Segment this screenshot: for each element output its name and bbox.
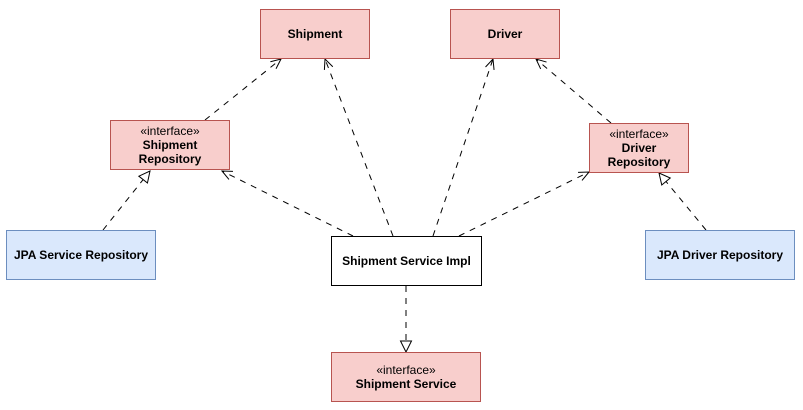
edge-impl-to-shiprepo (220, 170, 354, 237)
realization-arrowhead (658, 172, 672, 186)
edge-impl-to-shipment (323, 57, 394, 237)
shipment-repository-stereotype: «interface» (140, 124, 200, 138)
edge-line (458, 171, 590, 237)
jpa-service-repository-name: JPA Service Repository (13, 248, 149, 262)
driver-repository-name: Driver Repository (607, 141, 671, 169)
edge-shiprepo-to-shipment (204, 58, 282, 121)
edge-line (221, 170, 354, 237)
jpa-driver-repository-name: JPA Driver Repository (656, 248, 784, 262)
realization-arrowhead (137, 170, 151, 184)
edge-line (665, 181, 707, 231)
edge-impl-to-shipservice (399, 286, 413, 354)
dependency-arrowhead (535, 58, 547, 70)
edge-line (432, 58, 494, 237)
edge-impl-to-driver (432, 57, 495, 237)
edge-line (535, 58, 612, 124)
edge-impl-to-driverrepo (458, 171, 591, 237)
edge-driverrepo-to-driver (535, 58, 612, 124)
edge-jpadriver-to-driverrepo (658, 172, 707, 231)
driver-repository-interface[interactable]: «interface» Driver Repository (589, 123, 689, 173)
dependency-arrowhead (323, 57, 334, 70)
shipment-service-impl-name: Shipment Service Impl (342, 254, 471, 268)
shipment-service-name: Shipment Service (355, 377, 457, 391)
dependency-arrowhead (220, 170, 233, 180)
shipment-service-impl-class[interactable]: Shipment Service Impl (331, 236, 482, 286)
shipment-class-name: Shipment (287, 27, 343, 41)
edge-line (102, 179, 144, 231)
shipment-service-interface[interactable]: «interface» Shipment Service (331, 352, 481, 402)
shipment-repository-interface[interactable]: «interface» Shipment Repository (110, 120, 230, 170)
shipment-class[interactable]: Shipment (260, 9, 370, 59)
driver-class[interactable]: Driver (450, 9, 560, 59)
driver-class-name: Driver (487, 27, 523, 41)
shipment-repository-name: Shipment Repository (138, 138, 202, 166)
edge-line (204, 58, 282, 121)
edge-line (324, 58, 394, 237)
realization-arrowhead (399, 340, 413, 354)
dependency-arrowhead (270, 58, 282, 69)
dependency-arrowhead (485, 57, 495, 70)
driver-repository-stereotype: «interface» (609, 127, 669, 141)
edge-jpaservice-to-shiprepo (102, 170, 151, 231)
jpa-service-repository-class[interactable]: JPA Service Repository (6, 230, 156, 280)
jpa-driver-repository-class[interactable]: JPA Driver Repository (645, 230, 795, 280)
shipment-service-stereotype: «interface» (376, 363, 436, 377)
